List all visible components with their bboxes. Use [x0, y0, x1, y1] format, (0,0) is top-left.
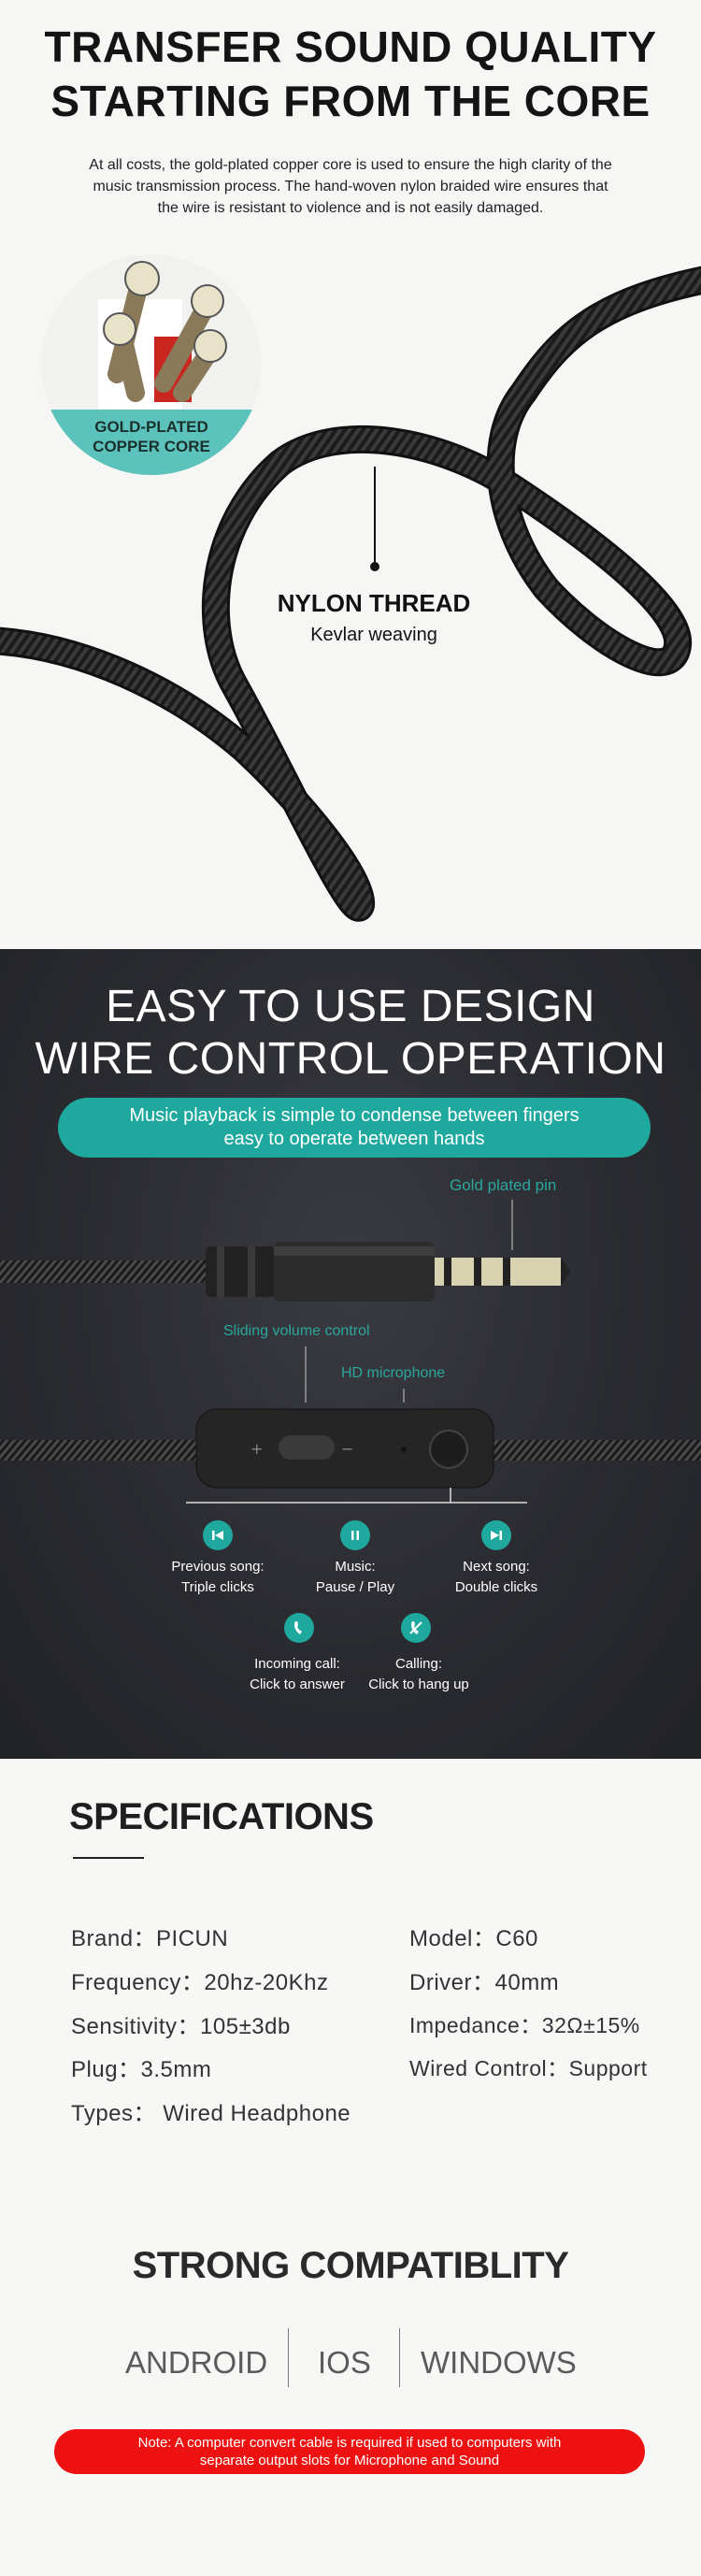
note-line: separate output slots for Microphone and… — [199, 2453, 500, 2468]
description-line: the wire is resistant to violence and is… — [157, 200, 544, 216]
spec-brand: Brand：PICUN — [71, 1926, 229, 1951]
phone-icon — [284, 1613, 314, 1643]
hang-up-icon — [401, 1613, 431, 1643]
op-line: Next song: — [463, 1559, 530, 1575]
op-line: Click to hang up — [368, 1677, 469, 1692]
spec-types: Types： Wired Headphone — [71, 2101, 351, 2126]
core-section: TRANSFER SOUND QUALITY STARTING FROM THE… — [0, 0, 701, 949]
next-icon — [481, 1520, 511, 1550]
control-title-line1: EASY TO USE DESIGN — [106, 982, 595, 1031]
op-line: Calling: — [394, 1656, 443, 1672]
spec-sensitivity: Sensitivity：105±3db — [71, 2014, 291, 2039]
op-line: Music: — [335, 1559, 376, 1575]
divider — [399, 2328, 400, 2387]
braided-cable-illustration — [0, 254, 701, 922]
op-calling: Calling: Click to hang up — [344, 1654, 494, 1695]
op-line: Triple clicks — [181, 1579, 254, 1595]
op-previous-song: Previous song: Triple clicks — [143, 1557, 293, 1598]
svg-text:−: − — [341, 1440, 353, 1458]
core-description: At all costs, the gold-plated copper cor… — [0, 154, 701, 219]
title-underline — [73, 1857, 144, 1859]
copper-core-inset — [41, 254, 262, 475]
pause-icon — [340, 1520, 370, 1550]
spec-impedance: Impedance：32Ω±15% — [409, 2013, 640, 2037]
callout-title: NYLON THREAD — [277, 589, 471, 617]
audio-jack — [206, 1242, 570, 1302]
platform-ios: IOS — [318, 2345, 371, 2380]
core-title-line1: TRANSFER SOUND QUALITY — [44, 22, 657, 71]
spec-wired-control: Wired Control：Support — [409, 2056, 648, 2080]
badge-line: COPPER CORE — [93, 438, 210, 455]
op-line: Double clicks — [454, 1579, 538, 1595]
badge-line: GOLD-PLATED — [94, 418, 208, 436]
note-banner: Note: A computer convert cable is requir… — [54, 2429, 645, 2474]
description-line: music transmission process. The hand-wov… — [93, 179, 608, 194]
pill-line: easy to operate between hands — [223, 1129, 485, 1149]
platform-android: ANDROID — [125, 2345, 268, 2380]
op-line: Previous song: — [171, 1559, 265, 1575]
usage-pill: Music playback is simple to condense bet… — [58, 1098, 651, 1158]
previous-icon — [203, 1520, 233, 1550]
spec-frequency: Frequency：20hz-20Khz — [71, 1970, 329, 1995]
label-gold-plated-pin: Gold plated pin — [450, 1176, 557, 1194]
label-hd-microphone: HD microphone — [341, 1365, 446, 1381]
callout-dot — [370, 562, 379, 571]
platform-windows: WINDOWS — [421, 2345, 577, 2380]
compatibility-title: STRONG COMPATIBLITY — [132, 2245, 569, 2286]
op-line: Pause / Play — [315, 1579, 395, 1595]
op-line: Incoming call: — [254, 1656, 340, 1672]
op-next-song: Next song: Double clicks — [422, 1557, 571, 1598]
gold-plated-badge: GOLD-PLATED COPPER CORE — [58, 417, 245, 456]
core-title-line2: STARTING FROM THE CORE — [50, 77, 651, 125]
divider — [288, 2328, 289, 2387]
svg-text:+: + — [250, 1440, 263, 1458]
pill-line: Music playback is simple to condense bet… — [129, 1105, 579, 1126]
op-pause-play: Music: Pause / Play — [280, 1557, 430, 1598]
wire-control-illustration: + − — [0, 1200, 701, 1504]
op-incoming-call: Incoming call: Click to answer — [222, 1654, 372, 1695]
control-title-line2: WIRE CONTROL OPERATION — [35, 1034, 666, 1084]
callout-subtitle: Kevlar weaving — [310, 625, 437, 645]
spec-model: Model：C60 — [409, 1926, 538, 1951]
specifications-title: SPECIFICATIONS — [69, 1796, 374, 1837]
spec-plug: Plug：3.5mm — [71, 2057, 212, 2082]
wire-control-section: EASY TO USE DESIGN WIRE CONTROL OPERATIO… — [0, 949, 701, 1759]
description-line: At all costs, the gold-plated copper cor… — [89, 157, 612, 173]
inline-remote: + − — [195, 1408, 494, 1489]
op-line: Click to answer — [250, 1677, 345, 1692]
label-sliding-volume: Sliding volume control — [223, 1323, 370, 1339]
note-line: Note: A computer convert cable is requir… — [137, 2435, 562, 2451]
spec-driver: Driver：40mm — [409, 1970, 560, 1995]
